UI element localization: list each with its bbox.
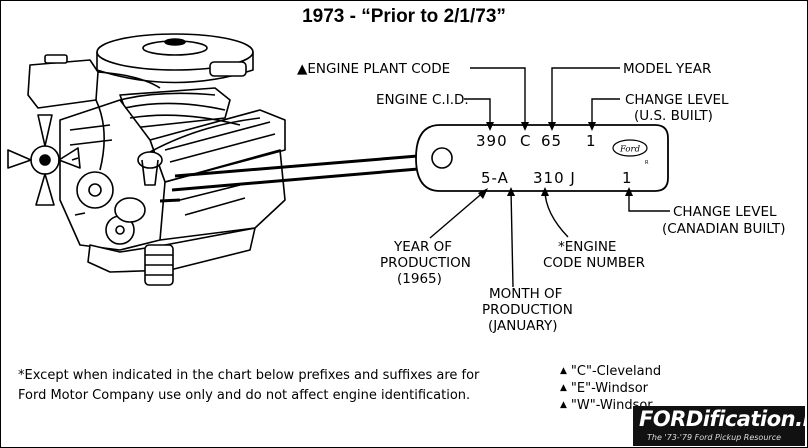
engine-illustration [7, 33, 286, 286]
label-engine-code: *ENGINE [558, 239, 616, 255]
ford-oval-logo [612, 139, 648, 157]
label-year-of-production-2: PRODUCTION [380, 255, 471, 271]
label-change-level-canadian: CHANGE LEVEL [673, 204, 777, 220]
legend-item: ▲"C"-Cleveland [560, 364, 662, 379]
label-engine-plant-code: ▲ENGINE PLANT CODE [297, 61, 450, 77]
label-change-level-us-sub: (U.S. BUILT) [634, 108, 713, 124]
tag-change-us: 1 [586, 132, 597, 150]
footnote-line-2: Ford Motor Company use only and do not a… [18, 388, 471, 403]
watermark-tagline: The '73-'79 Ford Pickup Resource [647, 433, 782, 442]
tag-engine-code: 310 J [533, 169, 576, 187]
watermark-name: FORDification.net [639, 407, 805, 431]
tag-year-month: 5-A [481, 169, 509, 187]
label-year-of-production: YEAR OF [393, 239, 452, 255]
id-tag-plate [415, 124, 669, 192]
label-month-of-production-3: (JANUARY) [488, 318, 558, 334]
label-month-of-production: MONTH OF [489, 286, 562, 302]
footnote: *Except when indicated in the chart belo… [18, 366, 479, 406]
triangle-icon: ▲ [560, 366, 567, 376]
triangle-icon: ▲ [560, 383, 567, 393]
diagram-title: 1973 - “Prior to 2/1/73” [302, 6, 506, 27]
label-month-of-production-2: PRODUCTION [482, 302, 573, 318]
arrow-heads [478, 122, 633, 199]
label-year-of-production-3: (1965) [397, 271, 442, 287]
site-watermark: FORDification.net The '73-'79 Ford Picku… [633, 406, 805, 446]
label-change-level-us: CHANGE LEVEL [625, 92, 729, 108]
legend-item: ▲"E"-Windsor [560, 381, 649, 396]
tag-change-can: 1 [622, 169, 633, 187]
tag-model-year: 65 [541, 132, 562, 150]
tag-mount-hole [431, 147, 453, 169]
legend-item: ▲"W"-Windsor [560, 398, 653, 413]
ford-logo-text: Ford [619, 145, 641, 155]
label-engine-code-number: CODE NUMBER [543, 255, 645, 271]
label-engine-cid: ENGINE C.I.D. [376, 92, 469, 108]
tag-pointer-lines [159, 153, 431, 203]
footnote-line-1: *Except when indicated in the chart belo… [18, 368, 480, 383]
label-model-year: MODEL YEAR [623, 61, 711, 77]
registered-mark: R [645, 160, 649, 166]
tag-plant: C [520, 132, 531, 150]
triangle-icon: ▲ [560, 400, 567, 410]
label-change-level-canadian-sub: (CANADIAN BUILT) [662, 221, 786, 237]
plant-code-legend: ▲"C"-Cleveland ▲"E"-Windsor ▲"W"-Windsor [560, 363, 661, 414]
tag-cid: 390 [476, 132, 508, 150]
